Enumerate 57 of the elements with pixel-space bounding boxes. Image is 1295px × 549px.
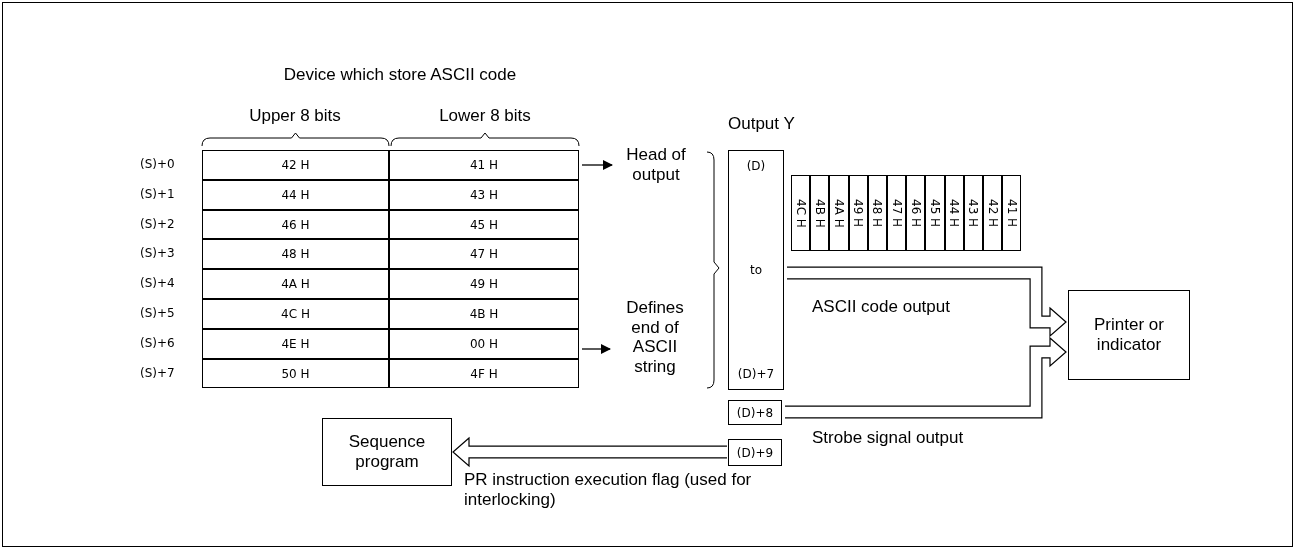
column-heading: Upper 8 bits bbox=[248, 106, 342, 126]
device-label: (D)+7 bbox=[736, 367, 776, 381]
table-cell: 48 H bbox=[202, 239, 389, 270]
hollow-arrow bbox=[785, 336, 1067, 419]
table-cell: 00 H bbox=[389, 328, 579, 359]
table-cell: 44 H bbox=[944, 175, 964, 251]
process-box: Printer or indicator bbox=[1068, 290, 1190, 380]
table-cell: 46 H bbox=[202, 209, 389, 240]
annotation-text: Head of output bbox=[614, 145, 698, 185]
table-cell: 47 H bbox=[389, 239, 579, 270]
column-heading: Lower 8 bits bbox=[438, 106, 532, 126]
table-cell: 41 H bbox=[1002, 175, 1022, 251]
table-cell: 44 H bbox=[202, 179, 389, 210]
edge-label: PR instruction execution flag (used for interlocking) bbox=[464, 470, 753, 510]
box-heading: Output Y bbox=[728, 114, 795, 134]
table-cell: 50 H bbox=[202, 358, 389, 389]
table-cell: 48 H bbox=[867, 175, 887, 251]
table-cell: 4E H bbox=[202, 328, 389, 359]
table-cell: 4B H bbox=[810, 175, 830, 251]
table-cell: 46 H bbox=[906, 175, 926, 251]
row-label: (S)+5 bbox=[140, 306, 176, 320]
table-cell: 49 H bbox=[848, 175, 868, 251]
table-cell: 41 H bbox=[389, 150, 579, 180]
device-box: (D)+9 bbox=[728, 439, 782, 466]
table-cell: 4C H bbox=[791, 175, 811, 251]
table-heading: Device which store ASCII code bbox=[282, 65, 518, 85]
table-cell: 45 H bbox=[389, 209, 579, 240]
table-cell: 45 H bbox=[925, 175, 945, 251]
edge-label: Strobe signal output bbox=[812, 428, 965, 448]
table-cell: 42 H bbox=[983, 175, 1003, 251]
arrow bbox=[581, 344, 611, 354]
table-cell: 49 H bbox=[389, 269, 579, 299]
row-label: (S)+3 bbox=[140, 246, 176, 261]
row-label: (S)+2 bbox=[140, 216, 176, 231]
table-cell: 47 H bbox=[887, 175, 907, 251]
device-box: (D)+8 bbox=[728, 400, 782, 425]
table-cell: 43 H bbox=[389, 179, 579, 210]
hollow-arrow bbox=[787, 266, 1067, 338]
row-label: (S)+6 bbox=[140, 335, 176, 350]
table-cell: 4B H bbox=[389, 299, 579, 329]
annotation-text: Defines end of ASCII string bbox=[612, 298, 698, 377]
row-label: (S)+4 bbox=[140, 276, 176, 291]
device-label: to bbox=[748, 263, 763, 277]
process-box: Sequence program bbox=[322, 418, 452, 486]
edge-label: ASCII code output bbox=[812, 297, 951, 317]
row-label: (S)+0 bbox=[140, 157, 176, 171]
arrow bbox=[581, 160, 613, 170]
hollow-arrow bbox=[452, 436, 727, 468]
table-cell: 4A H bbox=[202, 269, 389, 299]
table-cell: 4A H bbox=[829, 175, 849, 251]
row-label: (S)+1 bbox=[140, 186, 176, 201]
table-cell: 43 H bbox=[963, 175, 983, 251]
table-cell: 42 H bbox=[202, 150, 389, 180]
table-cell: 4F H bbox=[389, 358, 579, 389]
table-cell: 4C H bbox=[202, 299, 389, 329]
device-label: (D) bbox=[745, 159, 767, 173]
row-label: (S)+7 bbox=[140, 365, 176, 380]
